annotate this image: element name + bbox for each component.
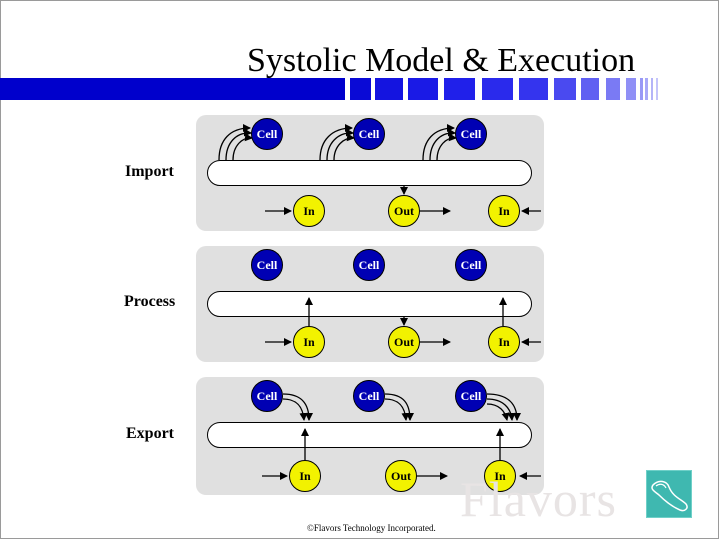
export-cell-2: Cell — [353, 380, 385, 412]
import-cell-feed-arrows — [218, 124, 457, 161]
import-in-port: In — [293, 195, 325, 227]
import-bus — [207, 160, 532, 186]
row-label-import: Import — [125, 163, 174, 180]
row-label-export: Export — [126, 425, 174, 442]
title-bar-block — [375, 78, 403, 100]
copyright-notice: ©Flavors Technology Incorporated. — [307, 523, 436, 533]
title-bar-block — [350, 78, 371, 100]
import-cell-1: Cell — [251, 118, 283, 150]
title-bar-block — [626, 78, 636, 100]
export-in-port: In — [484, 460, 516, 492]
title-bar-stripe — [645, 78, 648, 100]
export-out-port: Out — [385, 460, 417, 492]
title-bar-stripe — [640, 78, 643, 100]
process-cell-2: Cell — [353, 249, 385, 281]
import-out-port: Out — [388, 195, 420, 227]
process-in-port: In — [293, 326, 325, 358]
title-bar-stripe — [656, 78, 658, 100]
export-bus — [207, 422, 532, 448]
import-cell-2: Cell — [353, 118, 385, 150]
row-label-process: Process — [124, 293, 176, 310]
process-out-port: Out — [388, 326, 420, 358]
process-bus — [207, 291, 532, 317]
title-bar-block — [519, 78, 548, 100]
export-cell-3: Cell — [455, 380, 487, 412]
title-bar-block — [408, 78, 438, 100]
slide-title: Systolic Model & Execution — [247, 42, 636, 79]
flavors-watermark: Flavors — [460, 471, 617, 527]
flavors-logo-icon — [646, 470, 692, 518]
title-bar-stripe — [651, 78, 653, 100]
process-in-port: In — [488, 326, 520, 358]
import-cell-3: Cell — [455, 118, 487, 150]
process-cell-1: Cell — [251, 249, 283, 281]
title-bar-block — [554, 78, 576, 100]
export-in-port: In — [289, 460, 321, 492]
title-bar-block — [482, 78, 513, 100]
title-bar-block — [606, 78, 620, 100]
export-cell-1: Cell — [251, 380, 283, 412]
title-bar — [0, 78, 345, 100]
import-in-port: In — [488, 195, 520, 227]
process-cell-3: Cell — [455, 249, 487, 281]
title-bar-block — [444, 78, 475, 100]
title-bar-block — [581, 78, 599, 100]
